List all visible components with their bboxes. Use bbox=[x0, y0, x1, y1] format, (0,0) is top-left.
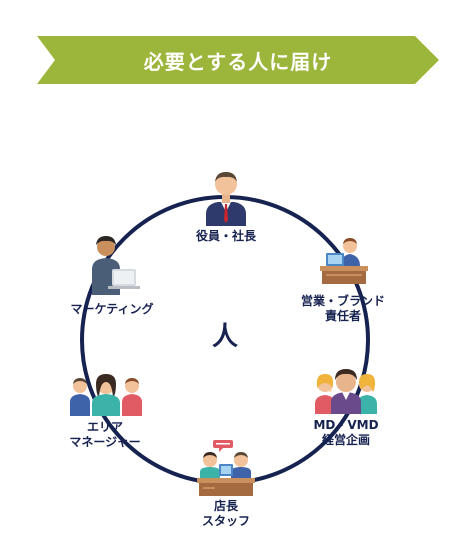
role-marketing bbox=[84, 233, 142, 295]
banner-arrow-shape bbox=[37, 36, 439, 84]
sales-desk-icon bbox=[320, 238, 368, 284]
role-label-store-staff: 店長 スタッフ bbox=[176, 499, 276, 529]
banner-title: 必要とする人に届け bbox=[143, 49, 333, 74]
role-label-executive: 役員・社長 bbox=[176, 229, 276, 244]
executive-icon bbox=[206, 172, 246, 226]
role-label-line: スタッフ bbox=[201, 514, 250, 528]
center-label: 人 bbox=[211, 322, 238, 352]
role-label-area-manager: エリア マネージャー bbox=[50, 420, 160, 450]
area-manager-team-icon bbox=[70, 374, 142, 416]
role-label-line: 役員・社長 bbox=[195, 229, 256, 243]
store-staff-icon bbox=[197, 440, 255, 496]
role-label-line: 店長 bbox=[213, 499, 238, 513]
role-label-line: エリア bbox=[86, 420, 123, 434]
role-area-manager bbox=[68, 372, 144, 416]
role-label-line: MD・VMD bbox=[313, 418, 379, 432]
role-sales-brand bbox=[316, 236, 372, 286]
marketing-laptop-icon bbox=[92, 236, 140, 295]
role-label-marketing: マーケティング bbox=[54, 302, 170, 317]
role-store-staff bbox=[195, 440, 257, 496]
role-label-line: 経営企画 bbox=[321, 433, 370, 447]
role-label-line: マーケティング bbox=[70, 302, 154, 316]
role-executive bbox=[198, 168, 254, 226]
role-label-md-vmd: MD・VMD 経営企画 bbox=[296, 418, 396, 448]
role-label-sales-brand: 営業・ブランド 責任者 bbox=[288, 294, 398, 324]
role-md-vmd bbox=[313, 366, 379, 414]
role-label-line: マネージャー bbox=[69, 435, 141, 449]
role-label-line: 責任者 bbox=[324, 309, 361, 323]
role-label-line: 営業・ブランド bbox=[300, 294, 385, 308]
planning-team-icon bbox=[315, 369, 377, 414]
title-banner: 必要とする人に届け bbox=[37, 36, 439, 84]
